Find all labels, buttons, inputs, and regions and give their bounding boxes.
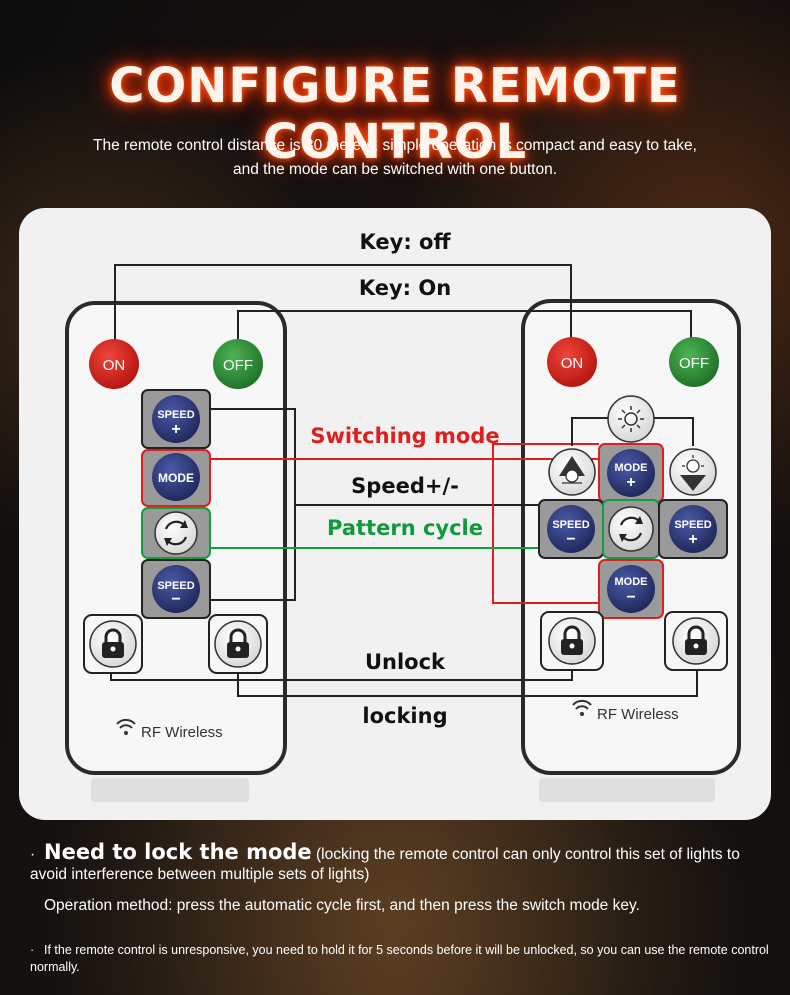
left-lock-icon-2	[227, 628, 249, 658]
left-off-label: OFF	[223, 357, 253, 374]
lock-mode-heading: Need to lock the mode	[44, 840, 312, 864]
right-brightness-down-button[interactable]	[548, 448, 596, 496]
brightness-up-icon	[680, 455, 706, 491]
wifi-icon	[116, 718, 136, 735]
lock-mode-description: (locking the remote control can only con…	[30, 846, 740, 883]
right-on-button[interactable]: ON	[547, 337, 597, 387]
left-mode-text: MODE	[158, 471, 194, 485]
key-on-line	[237, 310, 692, 343]
right-on-label: ON	[561, 355, 584, 372]
page-subtitle: The remote control distance is 30 meters…	[60, 134, 730, 182]
right-brightness-up-button[interactable]	[669, 448, 717, 496]
right-speed-minus-text: SPEED	[552, 519, 589, 531]
brightness-down-icon	[559, 456, 585, 484]
left-on-label: ON	[103, 357, 126, 374]
left-cycle-button[interactable]	[141, 507, 211, 559]
unresponsive-note-text: If the remote control is unresponsive, y…	[30, 943, 769, 974]
right-brand-text: RF Wireless	[597, 706, 679, 723]
remote-diagram: ON OFF SPEED + MODE	[65, 264, 741, 802]
right-mode-plus-button[interactable]: MODE +	[598, 443, 664, 503]
left-lock-icon-1	[102, 628, 124, 658]
brightness-down-line	[571, 417, 609, 446]
right-off-button[interactable]: OFF	[669, 337, 719, 387]
right-mode-minus-button[interactable]: MODE −	[598, 559, 664, 619]
wifi-icon	[572, 699, 592, 716]
right-speed-plus-sign: +	[688, 531, 697, 548]
subtitle-line-2: and the mode can be switched with one bu…	[233, 161, 557, 178]
left-speed-minus-sign: −	[171, 591, 180, 608]
operation-method: Operation method: press the automatic cy…	[44, 897, 640, 914]
left-brand-text: RF Wireless	[141, 724, 223, 741]
right-off-label: OFF	[679, 355, 709, 372]
diagram-panel: ON OFF SPEED + MODE	[19, 208, 771, 820]
left-lock-button-2[interactable]	[208, 614, 268, 674]
lock-mode-note: · Need to lock the mode (locking the remo…	[30, 842, 770, 885]
left-speed-plus-text: SPEED	[157, 409, 194, 421]
pattern-cycle-label: Pattern cycle	[327, 516, 483, 540]
right-lock-button-2[interactable]	[664, 611, 728, 671]
left-speed-plus-button[interactable]: SPEED +	[141, 389, 211, 449]
right-lock-button-1[interactable]	[540, 611, 604, 671]
unlock-label: Unlock	[364, 650, 446, 674]
key-on-label: Key: On	[358, 276, 452, 300]
left-lock-button-1[interactable]	[83, 614, 143, 674]
subtitle-line-1: The remote control distance is 30 meters…	[93, 137, 697, 154]
right-mode-plus-text: MODE	[615, 462, 648, 474]
right-brand: RF Wireless	[572, 699, 679, 723]
left-speed-minus-text: SPEED	[157, 580, 194, 592]
switching-mode-label: Switching mode	[310, 424, 500, 448]
key-off-line	[114, 264, 572, 343]
right-cycle-button[interactable]	[602, 499, 660, 559]
right-speed-plus-button[interactable]: SPEED +	[658, 499, 728, 559]
right-speed-plus-text: SPEED	[674, 519, 711, 531]
left-brand: RF Wireless	[116, 718, 223, 741]
right-lock-icon-1	[561, 625, 583, 655]
right-remote-stand	[539, 778, 715, 802]
locking-label: locking	[362, 704, 448, 728]
left-remote-stand	[91, 778, 249, 802]
right-mode-minus-sign: −	[626, 589, 635, 606]
left-speed-minus-button[interactable]: SPEED −	[141, 559, 211, 619]
right-mode-minus-text: MODE	[615, 576, 648, 588]
key-off-label: Key: off	[359, 230, 451, 254]
speed-label: Speed+/-	[351, 474, 459, 498]
bullet: ·	[30, 846, 36, 863]
brightness-up-line	[653, 417, 694, 446]
switching-mode-bracket-right	[492, 443, 599, 604]
sun-icon	[618, 406, 644, 432]
left-speed-plus-sign: +	[171, 421, 180, 438]
locking-line	[237, 666, 698, 697]
left-mode-button[interactable]: MODE	[141, 449, 211, 507]
left-cycle-icon	[164, 520, 188, 546]
right-speed-minus-sign: −	[566, 531, 575, 548]
right-speed-minus-button[interactable]: SPEED −	[538, 499, 604, 559]
right-brightness-top-button[interactable]	[607, 395, 655, 443]
right-cycle-icon	[619, 516, 643, 542]
unresponsive-note: ·If the remote control is unresponsive, …	[30, 942, 770, 976]
left-off-button[interactable]: OFF	[213, 339, 263, 389]
right-mode-plus-sign: +	[626, 474, 635, 491]
left-on-button[interactable]: ON	[89, 339, 139, 389]
right-lock-icon-2	[685, 625, 707, 655]
note-bullet: ·	[30, 943, 35, 957]
page-title: CONFIGURE REMOTE CONTROL	[109, 58, 681, 170]
